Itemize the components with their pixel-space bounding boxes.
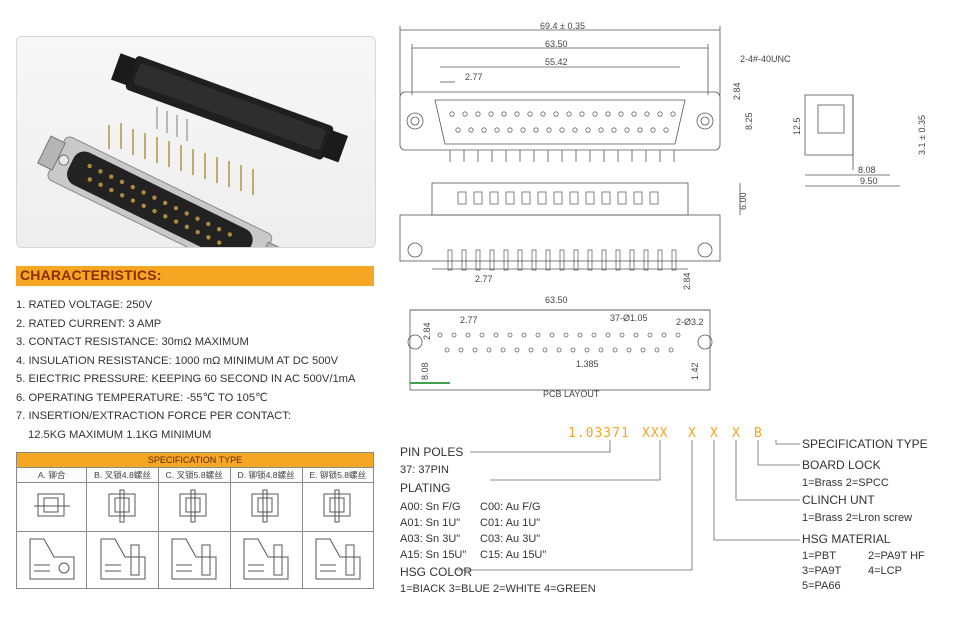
dim-pitch: 2.77 bbox=[465, 72, 483, 82]
spec-front-drawing bbox=[229, 482, 303, 532]
code-plating: X bbox=[688, 426, 697, 441]
spec-side-drawing bbox=[15, 531, 88, 589]
plating-a03: A03: Sn 3U" bbox=[400, 533, 460, 545]
dim-pcb-width: 63.50 bbox=[545, 295, 568, 305]
plating-c01: C01: Au 1U" bbox=[480, 517, 540, 529]
code-clinch: X bbox=[732, 426, 741, 441]
hsg-material-2: 2=PA9T HF bbox=[868, 550, 925, 562]
dim-screw: 2-4#-40UNC bbox=[740, 54, 791, 64]
spec-type-title: SPECIFICATION TYPE bbox=[802, 437, 928, 451]
pcb-layout-label: PCB LAYOUT bbox=[543, 389, 600, 399]
board-lock-value: 1=Brass 2=SPCC bbox=[802, 477, 889, 489]
spec-side-drawing bbox=[157, 531, 231, 589]
dim-row-gap: 2.84 bbox=[732, 82, 742, 100]
dim-side-height: 12.5 bbox=[792, 117, 802, 135]
dim-pcb-right: 1.42 bbox=[690, 362, 700, 380]
pcb-holes bbox=[437, 332, 681, 353]
code-hsg: X bbox=[710, 426, 719, 441]
plating-title: PLATING bbox=[400, 481, 450, 495]
hsg-material-5: 5=PA66 bbox=[802, 580, 841, 592]
middle-legs bbox=[447, 249, 677, 271]
dim-pcb-offset: 1.385 bbox=[576, 359, 599, 369]
spec-front-drawing bbox=[301, 482, 375, 532]
char-item: 7. INSERTION/EXTRACTION FORCE PER CONTAC… bbox=[16, 410, 291, 422]
hsg-color-title: HSG COLOR bbox=[400, 565, 472, 579]
dim-pcb-edge: 8.08 bbox=[420, 362, 430, 380]
leader-lines bbox=[455, 440, 800, 571]
code-pin: XXX bbox=[642, 426, 668, 441]
dim-overall: 69.4 ± 0.35 bbox=[540, 21, 585, 31]
hsg-material-4: 4=LCP bbox=[868, 565, 902, 577]
characteristics-bar bbox=[16, 266, 374, 286]
spec-col-a: A. 铆合 bbox=[15, 467, 88, 483]
dim-depth: 6.00 bbox=[738, 192, 748, 210]
spec-col-c: C. 叉锁5.8螺丝 bbox=[157, 467, 231, 483]
plating-c00: C00: Au F/G bbox=[480, 501, 541, 513]
spec-side-drawing bbox=[86, 531, 159, 589]
dim-pcb-row: 2.84 bbox=[422, 322, 432, 340]
dim-side-b: 9.50 bbox=[860, 176, 878, 186]
char-item: 5. EIECTRIC PRESSURE: KEEPING 60 SECOND … bbox=[16, 373, 356, 385]
spec-col-e: E. 铆锁5.8螺丝 bbox=[301, 467, 375, 483]
pin-poles-value: 37: 37PIN bbox=[400, 464, 449, 476]
dim-pitch-mid: 2.77 bbox=[475, 274, 493, 284]
spec-col-d: D. 铆锁4.8螺丝 bbox=[229, 467, 303, 483]
clinch-unt-title: CLINCH UNT bbox=[802, 493, 875, 507]
clinch-unt-value: 1=Brass 2=Lron screw bbox=[802, 512, 912, 524]
pin-poles-title: PIN POLES bbox=[400, 445, 463, 459]
code-spec: B bbox=[754, 426, 763, 441]
hsg-material-title: HSG MATERIAL bbox=[802, 532, 891, 546]
plating-c15: C15: Au 15U" bbox=[480, 549, 546, 561]
board-lock-title: BOARD LOCK bbox=[802, 458, 881, 472]
dim-shell: 55.42 bbox=[545, 57, 568, 67]
connector-image bbox=[37, 53, 349, 247]
spec-front-drawing bbox=[157, 482, 231, 532]
front-pin-grid bbox=[449, 111, 676, 133]
spec-col-b: B. 叉锁4.8螺丝 bbox=[86, 467, 159, 483]
product-photo bbox=[16, 36, 376, 248]
characteristics-list: 1. RATED VOLTAGE: 250V 2. RATED CURRENT:… bbox=[16, 296, 355, 444]
char-item: 4. INSULATION RESISTANCE: 1000 mΩ MINIMU… bbox=[16, 354, 339, 367]
spec-front-drawing bbox=[15, 482, 88, 532]
char-item: 2. RATED CURRENT: 3 AMP bbox=[16, 317, 162, 330]
char-item: 6. OPERATING TEMPERATURE: -55℃ TO 105℃ bbox=[16, 391, 268, 404]
dim-pcb-mount: 2-Ø3.2 bbox=[676, 317, 704, 327]
plating-a00: A00: Sn F/G bbox=[400, 501, 461, 513]
dim-height: 8.25 bbox=[744, 112, 754, 130]
front-legs bbox=[449, 150, 675, 162]
spec-table-caption: SPECIFICATION TYPE bbox=[16, 452, 374, 468]
spec-side-drawing bbox=[229, 531, 303, 589]
code-base: 1.03371 bbox=[568, 426, 630, 441]
plating-c03: C03: Au 3U" bbox=[480, 533, 540, 545]
dim-side-a: 8.08 bbox=[858, 165, 876, 175]
spec-side-drawing bbox=[301, 531, 375, 589]
dim-row-mid: 2.84 bbox=[682, 272, 692, 290]
middle-slots bbox=[457, 191, 659, 205]
char-item: 3. CONTACT RESISTANCE: 30mΩ MAXIMUM bbox=[16, 336, 249, 348]
plating-a15: A15: Sn 15U" bbox=[400, 549, 466, 561]
characteristics-title: CHARACTERISTICS: bbox=[20, 267, 162, 283]
technical-drawing: 69.4 ± 0.35 63.50 55.42 2.77 2-4#-40UNC … bbox=[399, 21, 928, 595]
hsg-material-3: 3=PA9T bbox=[802, 565, 842, 577]
dim-pcb-holes: 37-Ø1.05 bbox=[610, 313, 648, 323]
hsg-material-1: 1=PBT bbox=[802, 550, 836, 562]
char-item: 1. RATED VOLTAGE: 250V bbox=[16, 299, 153, 311]
dim-pcb-pitch: 2.77 bbox=[460, 315, 478, 325]
dim-side-tol: 3.1 ± 0.35 bbox=[917, 115, 927, 155]
char-item: 12.5KG MAXIMUM 1.1KG MINIMUM bbox=[28, 428, 212, 441]
dim-flange: 63.50 bbox=[545, 39, 568, 49]
spec-type-table: SPECIFICATION TYPE A. 铆合 B. 叉锁4.8螺丝 C. 叉… bbox=[15, 452, 375, 589]
plating-a01: A01: Sn 1U" bbox=[400, 517, 460, 529]
hsg-color-value: 1=BIACK 3=BLUE 2=WHITE 4=GREEN bbox=[400, 583, 596, 595]
spec-front-drawing bbox=[86, 482, 159, 532]
